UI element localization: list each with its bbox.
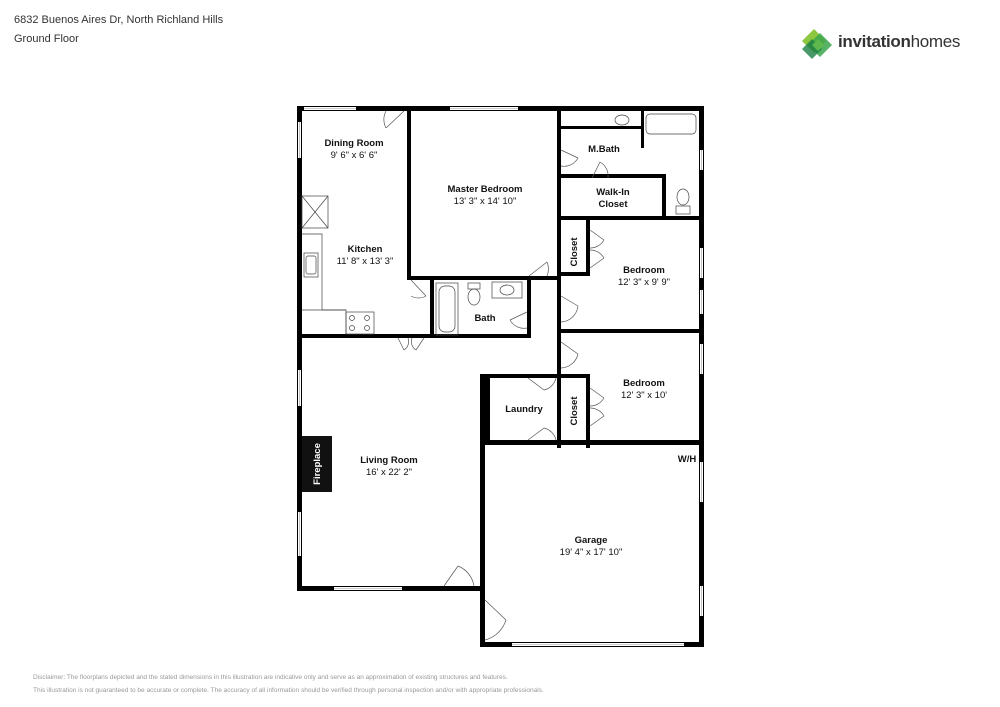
wall-mbath-shelf — [557, 126, 643, 129]
door-closet1 — [589, 229, 605, 269]
window — [700, 150, 703, 170]
closet1-name: Closet — [569, 237, 580, 267]
door-bedroom2 — [560, 341, 579, 369]
wall-walkin-top — [561, 174, 666, 178]
window — [700, 462, 703, 502]
bath-name: Bath — [474, 313, 495, 324]
room-labels: Dining Room 9' 6" x 6' 6" Master Bedroom… — [324, 138, 696, 558]
mbath-name: M.Bath — [588, 144, 620, 155]
wall-garage-left — [480, 440, 485, 647]
wall-master-bottom — [407, 276, 561, 280]
wall-living-top — [297, 334, 531, 338]
stove-icon — [345, 311, 375, 335]
master-bedroom-name: Master Bedroom — [448, 184, 523, 195]
bedroom2-dims: 12' 3" x 10' — [621, 390, 667, 401]
wall-closet2-right — [586, 374, 590, 448]
logo-word-light: homes — [910, 32, 961, 51]
door-walkin — [591, 161, 609, 179]
door-master — [528, 261, 549, 277]
wall-bath-left — [430, 280, 434, 338]
window — [700, 344, 703, 374]
wall-right — [699, 106, 704, 647]
company-logo: invitationhomes — [798, 25, 978, 65]
garage-door — [512, 643, 684, 646]
floor-label: Ground Floor — [14, 33, 79, 45]
window — [304, 107, 356, 110]
kitchen-dims: 11' 8" x 13' 3" — [337, 256, 394, 267]
door-closet2 — [589, 387, 605, 427]
kitchen-counter — [302, 233, 347, 334]
door-dining — [383, 110, 405, 129]
disclaimer-line1: Disclaimer: The floorplans depicted and … — [33, 674, 508, 681]
window — [334, 587, 402, 590]
wall-walkin-right — [662, 174, 666, 220]
bathtub-icon — [435, 282, 459, 336]
logo-word-bold: invitation — [838, 32, 911, 51]
living-room-dims: 16' x 22' 2" — [366, 467, 412, 478]
master-bedroom-dims: 13' 3" x 14' 10" — [454, 196, 517, 207]
garage-name: Garage — [575, 535, 608, 546]
wall-garage-top — [480, 440, 704, 445]
doors — [383, 110, 609, 641]
fixtures — [301, 113, 697, 336]
door-laundry — [527, 377, 557, 441]
door-kitchen-bath — [410, 279, 427, 299]
fireplace-label: Fireplace — [312, 443, 323, 485]
disclaimer-line2: This illustration is not guaranteed to b… — [33, 687, 544, 694]
wall-bath-right — [527, 280, 531, 338]
fireplace-icon — [302, 436, 332, 492]
bedroom1-dims: 12' 3" x 9' 9" — [618, 277, 670, 288]
mbath-toilet-icon — [675, 188, 691, 215]
bedroom2-name: Bedroom — [623, 378, 665, 389]
toilet-icon — [467, 282, 481, 306]
door-mbath — [560, 149, 579, 167]
wall-bedroom2-left — [557, 333, 561, 448]
dining-room-name: Dining Room — [324, 138, 383, 149]
wall-laundry-top — [480, 374, 590, 378]
window — [700, 586, 703, 616]
window — [298, 512, 301, 556]
mbath-tub-icon — [645, 113, 697, 135]
wall-left — [297, 106, 302, 591]
window — [298, 122, 301, 158]
walkin-closet-line1: Walk-In — [596, 187, 630, 198]
wall-closet1-right — [586, 216, 590, 276]
door-garage-side — [484, 599, 507, 641]
living-room-name: Living Room — [360, 455, 418, 466]
window — [700, 290, 703, 314]
bedroom1-name: Bedroom — [623, 265, 665, 276]
wall-master-left — [407, 106, 411, 280]
wall-laundry-thick — [480, 374, 490, 440]
mbath-sink-icon — [614, 114, 630, 126]
window — [700, 248, 703, 278]
wall-bedroom1-top — [557, 216, 704, 220]
door-bath — [509, 311, 528, 329]
walkin-closet-line2: Closet — [598, 199, 628, 210]
wall-closet1-bottom — [557, 272, 590, 276]
water-heater-label: W/H — [678, 454, 697, 465]
closet2-name: Closet — [569, 396, 580, 426]
property-address: 6832 Buenos Aires Dr, North Richland Hil… — [14, 14, 224, 26]
wall-master-right — [557, 106, 561, 280]
laundry-name: Laundry — [505, 404, 543, 415]
window — [450, 107, 518, 110]
logo-wordmark: invitationhomes — [838, 32, 960, 52]
bath-sink-icon — [491, 281, 523, 299]
logo-mark-icon — [802, 29, 832, 59]
door-bedroom1 — [560, 295, 579, 323]
door-living-exterior — [443, 565, 475, 587]
door-living — [397, 337, 425, 351]
dining-room-dims: 9' 6" x 6' 6" — [331, 150, 378, 161]
kitchen-name: Kitchen — [348, 244, 383, 255]
window — [298, 370, 301, 406]
garage-dims: 19' 4" x 17' 10" — [560, 547, 623, 558]
refrigerator-icon — [301, 195, 329, 229]
wall-tub — [641, 110, 644, 148]
kitchen-sink-icon — [303, 252, 319, 278]
wall-bedroom1-bottom — [557, 329, 704, 333]
windows — [298, 107, 703, 646]
